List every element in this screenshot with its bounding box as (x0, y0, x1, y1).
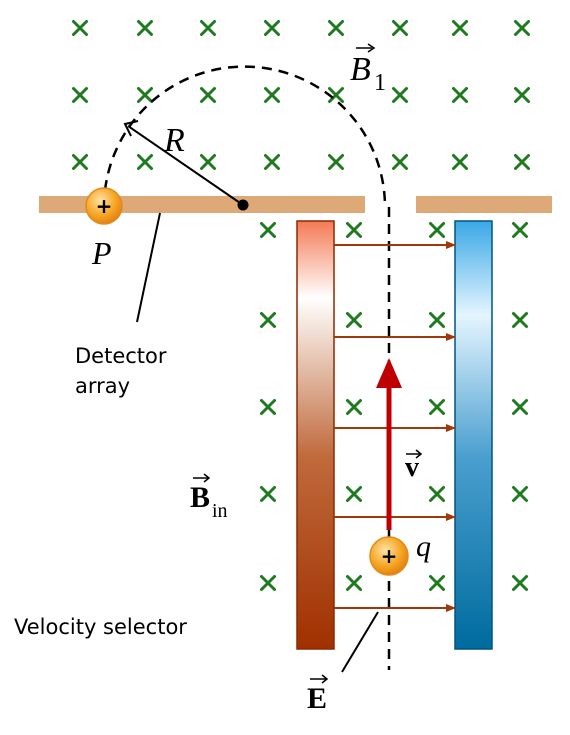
detector-plate-right (416, 196, 552, 213)
cross-icon (346, 312, 362, 328)
detector-label-line1: Detector (75, 344, 167, 368)
cross-icon (346, 222, 362, 238)
radius-label: R (163, 122, 185, 159)
cross-icon (452, 154, 468, 170)
velocity-selector-label: Velocity selector (14, 615, 187, 639)
cross-icon (512, 486, 528, 502)
circular-trajectory (102, 65, 387, 208)
cross-icon (264, 87, 280, 103)
charge-p: + (85, 187, 123, 225)
cross-icon (429, 399, 445, 415)
velocity-label: v (405, 452, 419, 483)
e-field-leader-line (341, 611, 379, 673)
cross-icon (328, 87, 344, 103)
center-point (237, 199, 249, 211)
cross-icon (328, 20, 344, 36)
label-v: v (405, 449, 423, 483)
velocity-arrow-head (376, 358, 402, 388)
cross-icon (264, 20, 280, 36)
cross-icon (512, 222, 528, 238)
cross-icon (346, 575, 362, 591)
radius-line (127, 125, 244, 206)
cross-icon (260, 399, 276, 415)
cross-icon (260, 312, 276, 328)
cross-icon (137, 20, 153, 36)
cross-icon (72, 154, 88, 170)
detector-label-line2: array (75, 374, 130, 398)
cross-icon (512, 575, 528, 591)
cross-icon (346, 486, 362, 502)
label-b1: B 1 (350, 43, 386, 96)
b-in-subscript: in (212, 500, 228, 522)
cross-icon (429, 486, 445, 502)
cross-icon (429, 312, 445, 328)
positive-plate (296, 220, 335, 650)
cross-icon (429, 575, 445, 591)
cross-icon (346, 399, 362, 415)
b-in-label: B (190, 481, 210, 514)
cross-icon (392, 154, 408, 170)
cross-icon (512, 312, 528, 328)
cross-icon (514, 154, 530, 170)
cross-icon (260, 486, 276, 502)
cross-icon (200, 87, 216, 103)
e-field-label: E (307, 682, 327, 715)
cross-icon (264, 154, 280, 170)
cross-icon (137, 87, 153, 103)
cross-icon (260, 575, 276, 591)
cross-icon (328, 154, 344, 170)
cross-icon (72, 20, 88, 36)
e-vector-head (321, 674, 329, 684)
charge-q-label: q (416, 530, 431, 563)
cross-icon (72, 87, 88, 103)
b1-label: B (350, 51, 371, 88)
label-e: E (307, 674, 329, 715)
cross-icon (514, 20, 530, 36)
cross-icon (452, 20, 468, 36)
cross-icon (452, 87, 468, 103)
b-in-vector-head (203, 473, 211, 483)
cross-icon (514, 87, 530, 103)
cross-icon (392, 87, 408, 103)
b1-vector-head (367, 43, 376, 53)
point-p-label: P (91, 235, 112, 271)
v-vector-head (415, 449, 423, 459)
magnetic-field-crosses (72, 20, 530, 591)
label-b-in: B in (190, 473, 228, 522)
plus-icon: + (96, 194, 113, 218)
cross-icon (137, 154, 153, 170)
radius-arrowhead (123, 120, 139, 137)
cross-icon (200, 20, 216, 36)
negative-plate (454, 220, 493, 650)
detector-leader-line (136, 212, 161, 323)
cross-icon (392, 20, 408, 36)
plus-icon: + (381, 544, 398, 568)
charge-q: + (369, 536, 409, 576)
electric-field-arrows (334, 241, 456, 612)
cross-icon (200, 154, 216, 170)
cross-icon (429, 222, 445, 238)
cross-icon (512, 399, 528, 415)
cross-icon (260, 222, 276, 238)
b1-subscript: 1 (374, 70, 386, 96)
